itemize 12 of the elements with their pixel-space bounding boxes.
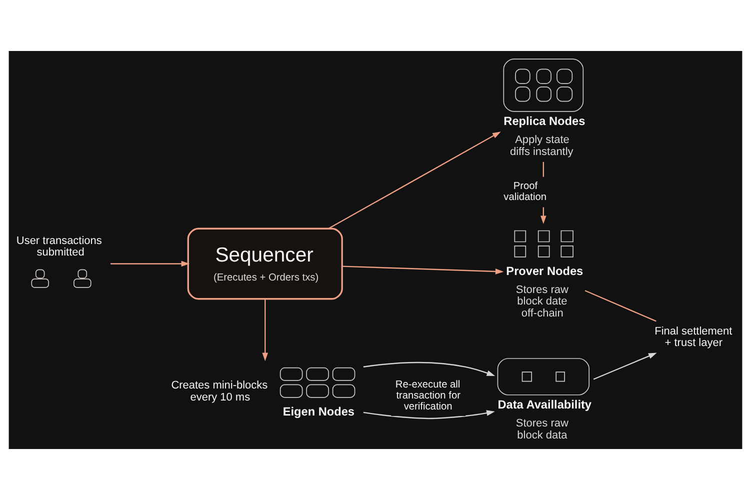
node-label: Eigen Nodes bbox=[282, 404, 355, 418]
edge-label: Proof validation bbox=[504, 181, 547, 204]
node-label: Stores raw block date off-chain bbox=[516, 284, 568, 320]
node-label: Stores raw block data bbox=[516, 418, 568, 442]
node-label: Creates mini-blocks every 10 ms bbox=[171, 379, 268, 404]
node-text: Final settlement + trust layer bbox=[654, 325, 732, 350]
node-label: Replica Nodes bbox=[504, 114, 586, 128]
node-label: User transactions submitted bbox=[16, 234, 102, 259]
node-label: Data Availlability bbox=[498, 398, 592, 412]
edge-label: Re-execute all transaction for verification bbox=[395, 379, 460, 412]
node-label: Prover Nodes bbox=[506, 264, 584, 278]
node-label: Apply state diffs instantly bbox=[510, 134, 574, 158]
